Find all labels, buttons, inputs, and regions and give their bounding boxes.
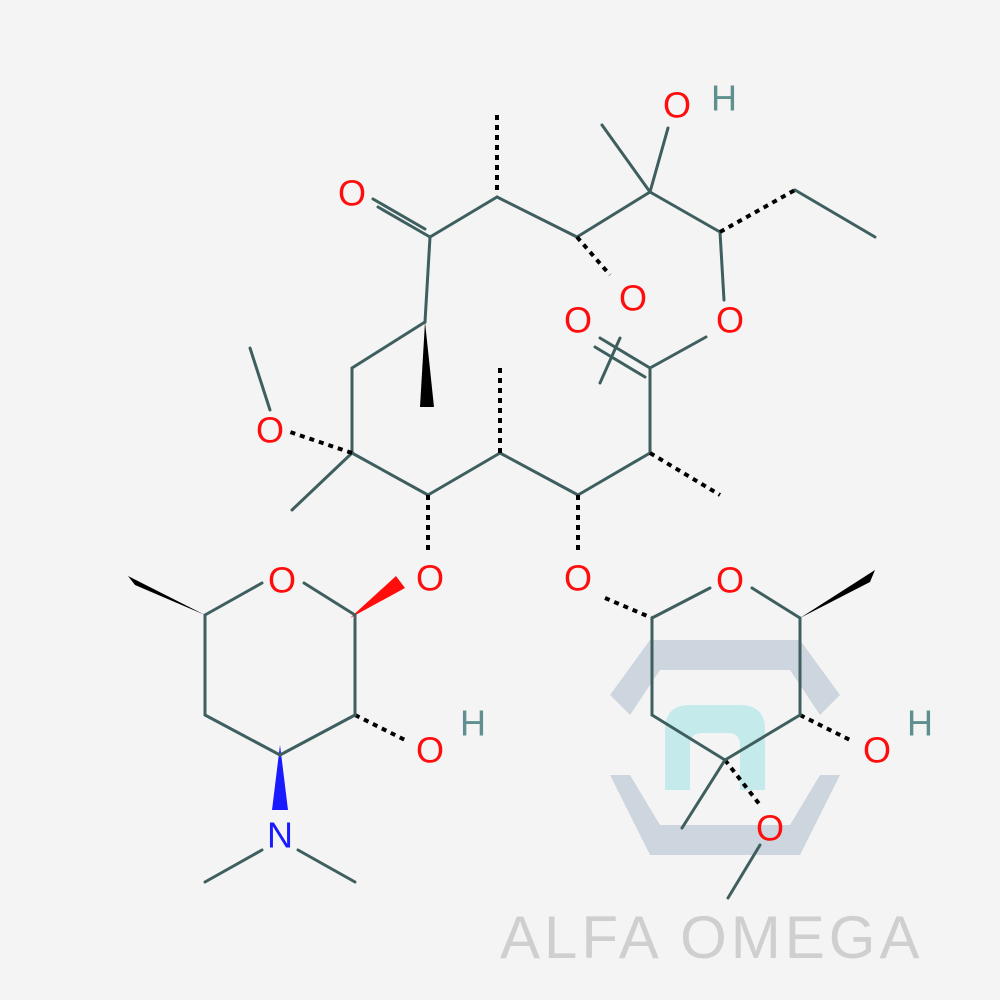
atom-o-carbonyl-b: O (619, 278, 647, 319)
atom-o-glyco-right: O (564, 558, 592, 599)
atom-h-sugar-right-oh: H (907, 703, 933, 744)
atom-h-top-oh: H (711, 78, 737, 119)
macrolide-ring (248, 123, 877, 512)
atom-o-ketone: O (338, 173, 366, 214)
stereo-bonds (128, 110, 875, 810)
atom-o-sugar-right-ring: O (716, 560, 744, 601)
atom-h-sugar-left-oh: H (460, 703, 486, 744)
watermark-text: ALFA OMEGA (500, 904, 923, 971)
atom-o-top-oh: O (663, 85, 691, 126)
atom-o-carbonyl-a: O (564, 300, 592, 341)
atom-o-sugar-right-methoxy: O (756, 808, 784, 849)
atom-o-lactone-ring: O (716, 300, 744, 341)
atom-o-sugar-left-oh: O (416, 730, 444, 771)
atom-o-methoxy-left: O (256, 410, 284, 451)
atom-n-dimethylamino: N (267, 815, 293, 856)
atom-o-glyco-left: O (416, 558, 444, 599)
atom-o-sugar-right-oh: O (863, 730, 891, 771)
watermark-logo-icon (610, 640, 840, 855)
left-sugar-ring (203, 581, 357, 884)
atom-o-sugar-left-ring: O (268, 560, 296, 601)
right-sugar-ring (650, 586, 802, 900)
